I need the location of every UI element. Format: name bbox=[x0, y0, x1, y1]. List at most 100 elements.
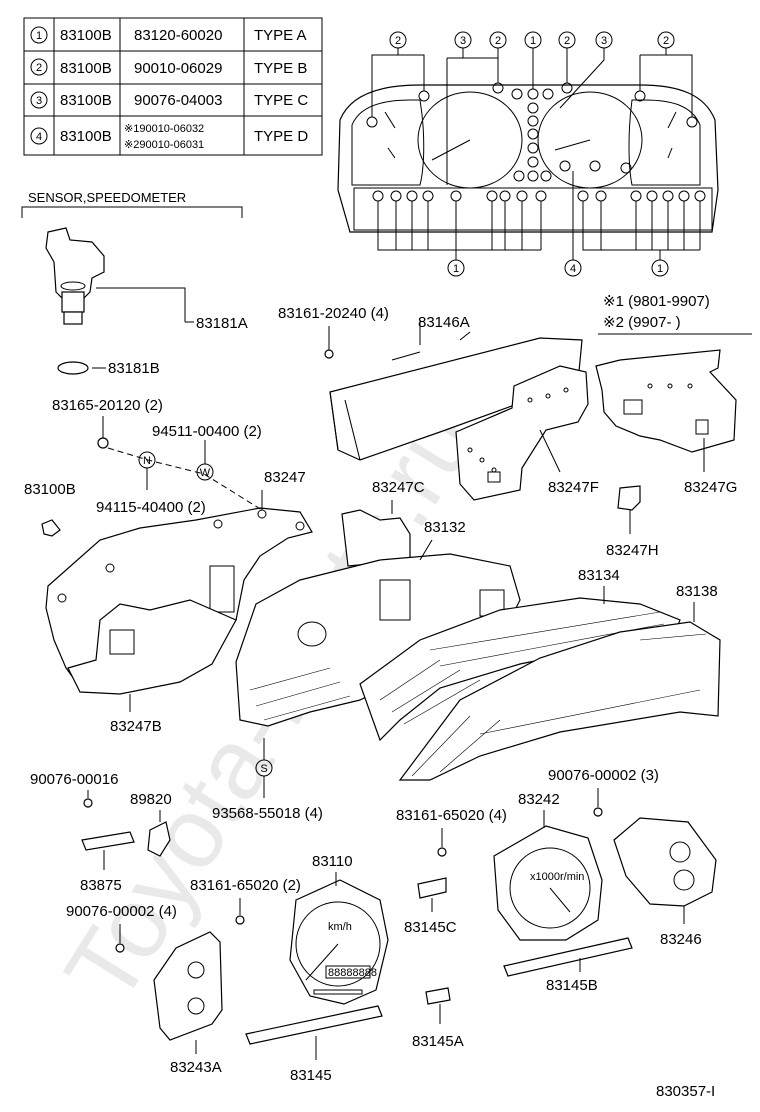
table-row-type: TYPE A bbox=[254, 27, 307, 44]
label-83146A: 83146A bbox=[418, 314, 470, 331]
table-row-num: 1 bbox=[36, 30, 42, 42]
strip-83145B bbox=[503, 937, 633, 977]
label-83242: 83242 bbox=[518, 791, 560, 808]
marker-n: N bbox=[143, 455, 151, 467]
circuit-board-83247G bbox=[595, 349, 737, 453]
label-89820: 89820 bbox=[130, 791, 172, 808]
diagram-code: 830357-I bbox=[656, 1083, 715, 1100]
callout-4: 4 bbox=[570, 263, 576, 275]
resistor-83875 bbox=[81, 831, 135, 851]
sensor-title: SENSOR,SPEEDOMETER bbox=[28, 190, 186, 205]
label-83161-65020-4: 83161-65020 (4) bbox=[396, 807, 507, 824]
table-row-base: 83100B bbox=[60, 60, 112, 77]
bulb-icon bbox=[41, 519, 61, 537]
label-83247B: 83247B bbox=[110, 718, 162, 735]
label-83247H: 83247H bbox=[606, 542, 659, 559]
label-83181B: 83181B bbox=[108, 360, 160, 377]
label-90076-00002-3: 90076-00002 (3) bbox=[548, 767, 659, 784]
circuit-board-83247F bbox=[455, 365, 589, 501]
label-93568: 93568-55018 (4) bbox=[212, 805, 323, 822]
tach-unit: x1000r/min bbox=[530, 871, 584, 883]
label-90076-00016: 90076-00016 bbox=[30, 771, 118, 788]
fastener-markers: N W bbox=[97, 416, 263, 511]
label-83100B: 83100B bbox=[24, 481, 76, 498]
label-83134: 83134 bbox=[578, 567, 620, 584]
label-83132: 83132 bbox=[424, 519, 466, 536]
table-row-part: 90010-06029 bbox=[134, 60, 222, 77]
label-83247: 83247 bbox=[264, 469, 306, 486]
callout-1: 1 bbox=[453, 263, 459, 275]
label-83247G: 83247G bbox=[684, 479, 737, 496]
label-83246: 83246 bbox=[660, 931, 702, 948]
table-row-type: TYPE C bbox=[254, 92, 308, 109]
label-83181A: 83181A bbox=[196, 315, 248, 332]
screw-icon bbox=[115, 943, 125, 953]
tachometer-83242: x1000r/min bbox=[493, 825, 603, 941]
gauge-83243A bbox=[153, 931, 223, 1041]
table-row-num: 3 bbox=[36, 95, 42, 107]
callouts-top: 2 3 2 1 2 3 2 1 4 1 bbox=[389, 31, 675, 277]
table-row-type: TYPE D bbox=[254, 128, 308, 145]
hood-83146A bbox=[329, 320, 583, 461]
screw-icon bbox=[97, 437, 109, 449]
table-row-part: 83120-60020 bbox=[134, 27, 222, 44]
table-row-part: 90076-04003 bbox=[134, 92, 222, 109]
table-row-num: 4 bbox=[36, 131, 42, 143]
label-83161-20240: 83161-20240 (4) bbox=[278, 305, 389, 322]
gauge-83246 bbox=[613, 817, 717, 907]
table-row-part-2: ※290010-06031 bbox=[124, 139, 204, 151]
label-83247F: 83247F bbox=[548, 479, 599, 496]
type-table: 1 83100B 83120-60020 TYPE A 2 83100B 900… bbox=[23, 17, 323, 156]
period-note-1: ※1 (9801-9907) bbox=[603, 293, 710, 310]
callout-2: 2 bbox=[663, 35, 669, 47]
label-83138: 83138 bbox=[676, 583, 718, 600]
label-83165: 83165-20120 (2) bbox=[52, 397, 163, 414]
label-83243A: 83243A bbox=[170, 1059, 222, 1076]
printed-circuit-83247B bbox=[67, 599, 237, 695]
label-90076-00002-4: 90076-00002 (4) bbox=[66, 903, 177, 920]
callout-2: 2 bbox=[395, 35, 401, 47]
plate-83145A bbox=[425, 987, 451, 1005]
sensor-89820 bbox=[147, 821, 171, 857]
screw-icon bbox=[593, 807, 603, 817]
strip-83145 bbox=[245, 1005, 383, 1045]
marker-s: S bbox=[260, 763, 267, 775]
table-row-base: 83100B bbox=[60, 92, 112, 109]
label-83145A: 83145A bbox=[412, 1033, 464, 1050]
bracket-83247H bbox=[617, 485, 641, 511]
table-row-part-1: ※190010-06032 bbox=[124, 123, 204, 135]
speedometer-83110: km/h 88888888 bbox=[289, 879, 389, 1005]
bracket-83247C bbox=[341, 509, 411, 567]
label-83145B: 83145B bbox=[546, 977, 598, 994]
callout-2: 2 bbox=[495, 35, 501, 47]
screw-icon bbox=[235, 915, 245, 925]
callout-3: 3 bbox=[460, 35, 466, 47]
speed-unit: km/h bbox=[328, 921, 352, 933]
period-note-2: ※2 (9907- ) bbox=[603, 314, 681, 331]
lens-83138 bbox=[398, 621, 721, 781]
screw-icon bbox=[324, 349, 334, 359]
screw-icon bbox=[83, 798, 93, 808]
screw-icon bbox=[437, 847, 447, 857]
odometer: 88888888 bbox=[328, 967, 377, 979]
callout-1: 1 bbox=[530, 35, 536, 47]
label-83110: 83110 bbox=[312, 853, 353, 870]
sensor-speedometer: SENSOR,SPEEDOMETER bbox=[21, 190, 243, 375]
callout-2: 2 bbox=[564, 35, 570, 47]
callout-1: 1 bbox=[657, 263, 663, 275]
label-83875: 83875 bbox=[80, 877, 122, 894]
table-row-num: 2 bbox=[36, 62, 42, 74]
label-83161-65020-2: 83161-65020 (2) bbox=[190, 877, 301, 894]
callout-3: 3 bbox=[601, 35, 607, 47]
label-83145C: 83145C bbox=[404, 919, 457, 936]
label-83145: 83145 bbox=[290, 1067, 332, 1084]
marker-w: W bbox=[200, 467, 211, 479]
table-row-type: TYPE B bbox=[254, 60, 307, 77]
cluster-front-view: 2 3 2 1 2 3 2 1 4 1 bbox=[337, 31, 719, 277]
label-94115: 94115-40400 (2) bbox=[96, 499, 206, 516]
plate-83145C bbox=[417, 877, 447, 899]
table-row-base: 83100B bbox=[60, 27, 112, 44]
label-83247C: 83247C bbox=[372, 479, 425, 496]
table-row-base: 83100B bbox=[60, 128, 112, 145]
